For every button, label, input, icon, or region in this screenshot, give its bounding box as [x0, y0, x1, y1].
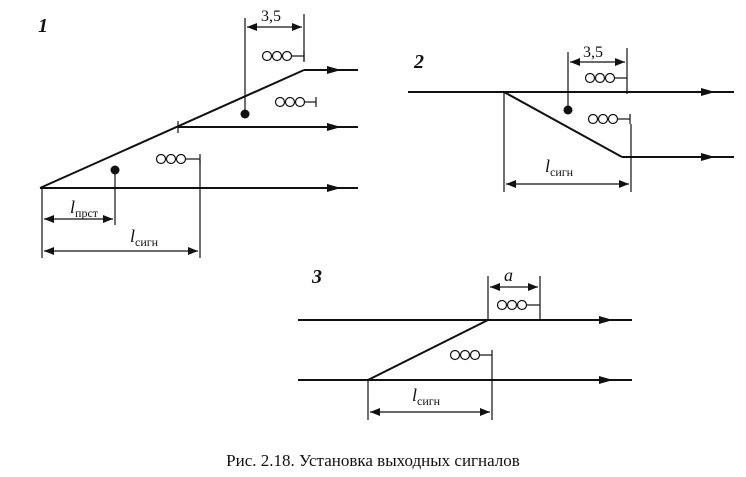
diagram-1-number: 1: [38, 15, 48, 37]
dim-3-top-label: a: [504, 265, 513, 285]
signal-3-lower: [449, 349, 493, 361]
diagram-2: 2 3,5 lсигн: [408, 44, 734, 192]
diagram-3-number: 3: [311, 266, 322, 288]
label-1-lprst: lпрст: [70, 197, 99, 220]
diagram-1: 1 3,5: [38, 8, 358, 258]
fouling-post-1a: [240, 109, 250, 119]
diagram-3: 3 a lсигн: [298, 265, 632, 420]
signal-1-upper: [261, 50, 305, 62]
diagram-2-number: 2: [413, 51, 424, 73]
track-2-diagonal: [503, 91, 623, 158]
dim-1-top-label: 3,5: [261, 8, 281, 25]
signal-1-middle: [274, 96, 317, 108]
track-1-diagonal: [39, 69, 305, 189]
label-1-lsign: lсигн: [130, 226, 159, 249]
label-2-lsign: lсигн: [545, 156, 574, 179]
signal-2-lower: [587, 113, 631, 125]
track-3-diagonal: [367, 319, 489, 381]
fouling-post-2: [563, 105, 573, 115]
dim-2-top-label: 3,5: [583, 44, 603, 61]
signal-3-upper: [496, 299, 540, 311]
fouling-post-1b: [110, 165, 120, 175]
label-3-lsign: lсигн: [412, 385, 441, 408]
figure-caption: Рис. 2.18. Установка выходных сигналов: [226, 451, 520, 470]
signal-2-upper: [584, 72, 627, 84]
signal-1-lower: [155, 153, 201, 165]
